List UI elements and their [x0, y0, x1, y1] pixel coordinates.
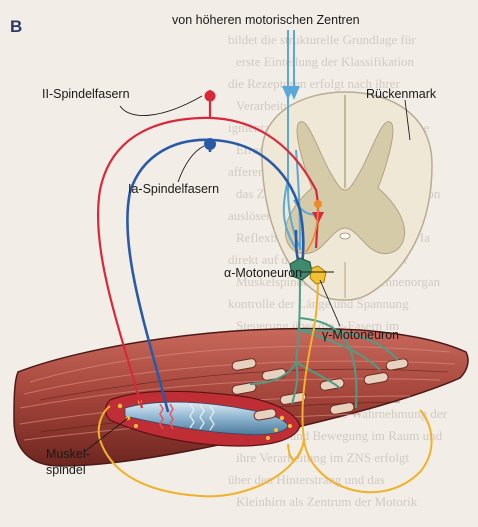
- background-text-line: Kleinhirn als Zentrum der Motorik: [236, 494, 418, 509]
- label-spinal-cord: Rückenmark: [366, 87, 437, 101]
- background-text-line: ihre Verarbeitung im ZNS erfolgt: [236, 450, 409, 465]
- interneuron: [314, 200, 322, 208]
- background-text-line: über den Hinterstrang und das: [228, 472, 385, 487]
- label-alpha-motoneuron: α-Motoneuron: [224, 266, 302, 280]
- label-gamma-motoneuron: γ-Motoneuron: [322, 328, 399, 342]
- label-type2-spindle-fibers: II-Spindelfasern: [42, 87, 130, 101]
- label-higher-motor-centers: von höheren motorischen Zentren: [172, 13, 360, 27]
- panel-letter: B: [10, 17, 22, 36]
- background-text-line: kontrolle der Länge und Spannung: [228, 296, 409, 311]
- type2-soma: [205, 91, 216, 102]
- label-type1a-spindle-fibers: Ia-Spindelfasern: [128, 182, 219, 196]
- background-text-line: erste Einteilung der Klassifikation: [236, 54, 414, 69]
- label-muscle-spindle-line2: spindel: [46, 463, 86, 477]
- type1a-soma: [204, 138, 216, 150]
- label-muscle-spindle-line1: Muskel-: [46, 447, 90, 461]
- background-text-line: bildet die strukturelle Grundlage für: [228, 32, 416, 47]
